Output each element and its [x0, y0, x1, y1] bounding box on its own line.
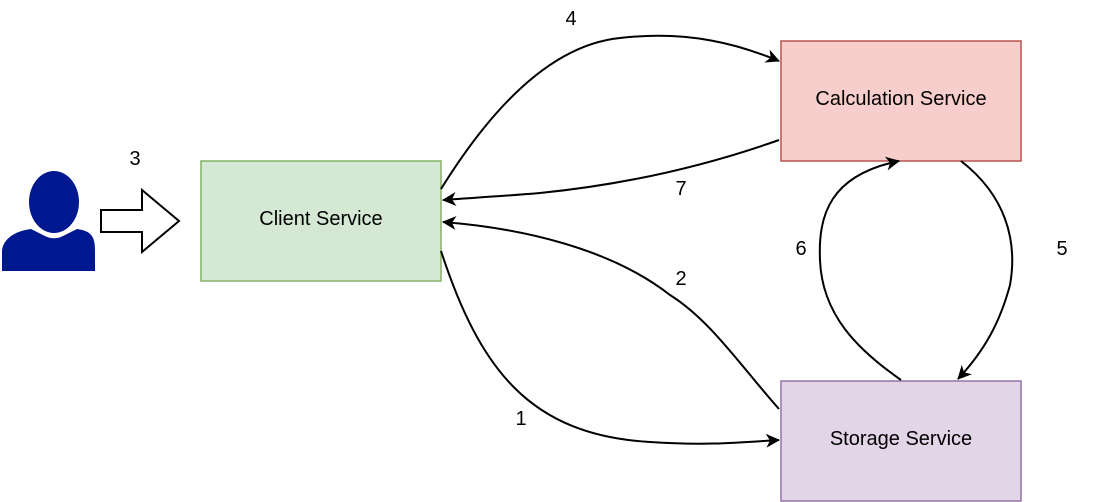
user-arrow	[100, 187, 181, 255]
edge-2-storage-to-client	[442, 216, 780, 410]
storage-service-label: Storage Service	[830, 428, 972, 450]
edge-6-storage-to-calculation	[818, 156, 902, 381]
user-icon	[2, 171, 95, 271]
edge-1-client-to-storage	[440, 250, 780, 448]
edge-label-7: 7	[675, 178, 686, 200]
client-service-node[interactable]: Client Service	[200, 160, 442, 282]
edge-label-6: 6	[795, 238, 806, 260]
calculation-service-box	[780, 40, 1022, 162]
edge-7-calculation-to-client	[442, 139, 780, 207]
edge-label-2: 2	[675, 268, 686, 290]
edge-label-5: 5	[1056, 238, 1067, 260]
edge-5-calculation-to-storage	[957, 160, 1014, 380]
calculation-service-node[interactable]: Calculation Service	[780, 40, 1022, 162]
edge-label-4: 4	[565, 8, 576, 30]
edge-label-1: 1	[515, 408, 526, 430]
calculation-service-label: Calculation Service	[815, 88, 986, 110]
storage-service-node[interactable]: Storage Service	[780, 380, 1022, 502]
storage-service-box	[780, 380, 1022, 502]
client-service-box	[200, 160, 442, 282]
edge-4-client-to-calculation	[440, 34, 780, 190]
client-service-label: Client Service	[259, 208, 382, 230]
edge-label-3: 3	[129, 148, 140, 170]
